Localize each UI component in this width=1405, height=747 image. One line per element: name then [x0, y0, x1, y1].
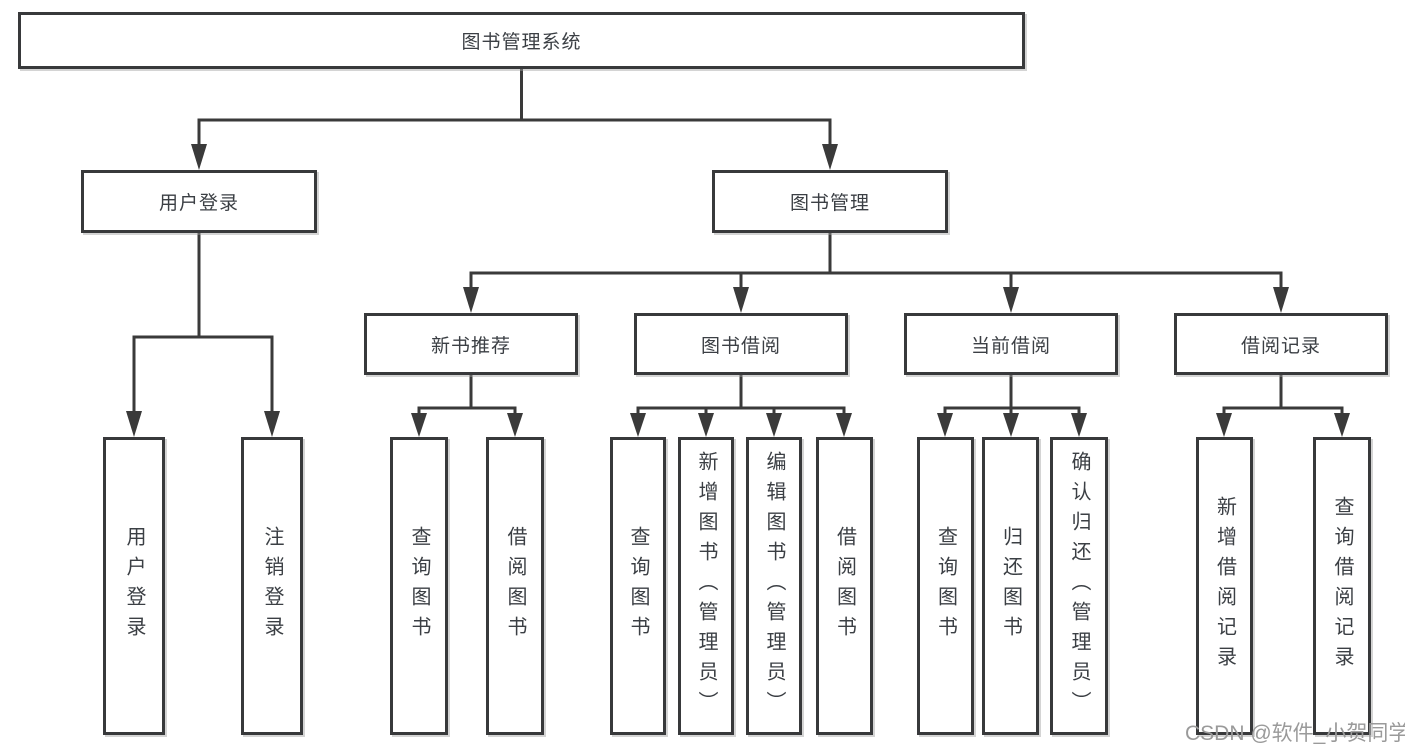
node-label: 查询借阅记录	[1331, 496, 1353, 676]
node-system-root: 图书管理系统	[18, 12, 1025, 69]
node-confirm-return-admin: 确认归还（管理员）	[1050, 437, 1108, 735]
node-label: 图书管理	[789, 193, 870, 214]
node-label: 用户登录	[158, 193, 239, 214]
node-query-books-borrowing: 查询图书	[610, 437, 666, 735]
node-book-borrowing: 图书借阅	[634, 313, 848, 375]
node-label: 借阅图书	[504, 526, 526, 646]
node-borrow-books-recommend: 借阅图书	[486, 437, 544, 735]
node-new-book-recommend: 新书推荐	[364, 313, 578, 375]
node-user-login: 用户登录	[81, 170, 317, 233]
node-add-books-admin: 新增图书（管理员）	[678, 437, 734, 735]
node-label: 查询图书	[627, 526, 649, 646]
csdn-watermark: CSDN @软件_小贺同学	[1185, 722, 1405, 745]
node-label: 新增图书（管理员）	[695, 451, 717, 721]
node-label: 借阅记录	[1240, 335, 1321, 357]
node-current-borrowing: 当前借阅	[904, 313, 1118, 375]
node-edit-books-admin: 编辑图书（管理员）	[746, 437, 802, 735]
node-user-login-leaf: 用户登录	[103, 437, 165, 735]
node-label: 当前借阅	[970, 335, 1051, 357]
node-label: 借阅图书	[833, 526, 856, 646]
node-label: 查询图书	[408, 526, 430, 646]
node-borrowing-records: 借阅记录	[1174, 313, 1388, 375]
node-label: 查询图书	[934, 526, 957, 646]
node-query-books-current: 查询图书	[917, 437, 974, 735]
node-label: 注销登录	[261, 526, 283, 646]
node-logout-leaf: 注销登录	[241, 437, 303, 735]
node-borrow-books-borrowing: 借阅图书	[816, 437, 873, 735]
node-label: 新书推荐	[430, 335, 511, 357]
node-add-borrow-record: 新增借阅记录	[1196, 437, 1253, 735]
node-label: 图书管理系统	[461, 32, 582, 53]
node-label: 图书借阅	[700, 335, 781, 357]
node-query-borrow-record: 查询借阅记录	[1313, 437, 1371, 735]
node-query-books-recommend: 查询图书	[390, 437, 448, 735]
node-label: 确认归还（管理员）	[1068, 451, 1090, 721]
node-label: 用户登录	[123, 526, 145, 646]
node-book-management: 图书管理	[712, 170, 948, 233]
node-label: 新增借阅记录	[1213, 496, 1236, 676]
node-return-books: 归还图书	[982, 437, 1039, 735]
node-label: 编辑图书（管理员）	[763, 451, 785, 721]
node-label: 归还图书	[999, 526, 1022, 646]
